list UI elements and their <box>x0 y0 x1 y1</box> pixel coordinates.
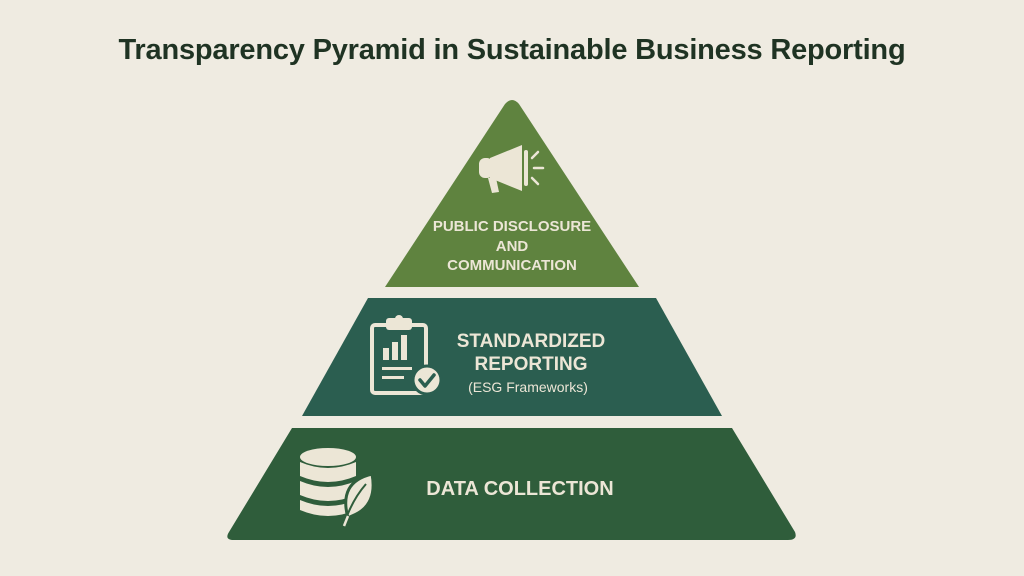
tier-subtitle: (ESG Frameworks) <box>468 379 588 395</box>
tier-shape <box>227 428 796 540</box>
page-title: Transparency Pyramid in Sustainable Busi… <box>118 34 906 66</box>
tier-label-line: AND <box>496 238 529 255</box>
megaphone-icon <box>479 145 545 193</box>
tier-label-line: STANDARDIZED <box>457 331 605 352</box>
clipboard-chart-check-icon <box>370 315 443 396</box>
tier-label-line: REPORTING <box>475 354 588 375</box>
database-leaf-icon <box>300 448 375 527</box>
tier-standardized-reporting: STANDARDIZED REPORTING (ESG Frameworks) <box>302 298 722 416</box>
tier-data-collection: DATA COLLECTION <box>227 428 796 540</box>
tier-public-disclosure: PUBLIC DISCLOSURE AND COMMUNICATION <box>385 100 639 287</box>
tier-shape <box>385 100 639 287</box>
tier-label-line: DATA COLLECTION <box>426 478 613 500</box>
tier-label-line: COMMUNICATION <box>447 257 577 274</box>
tier-label-line: PUBLIC DISCLOSURE <box>433 218 591 235</box>
